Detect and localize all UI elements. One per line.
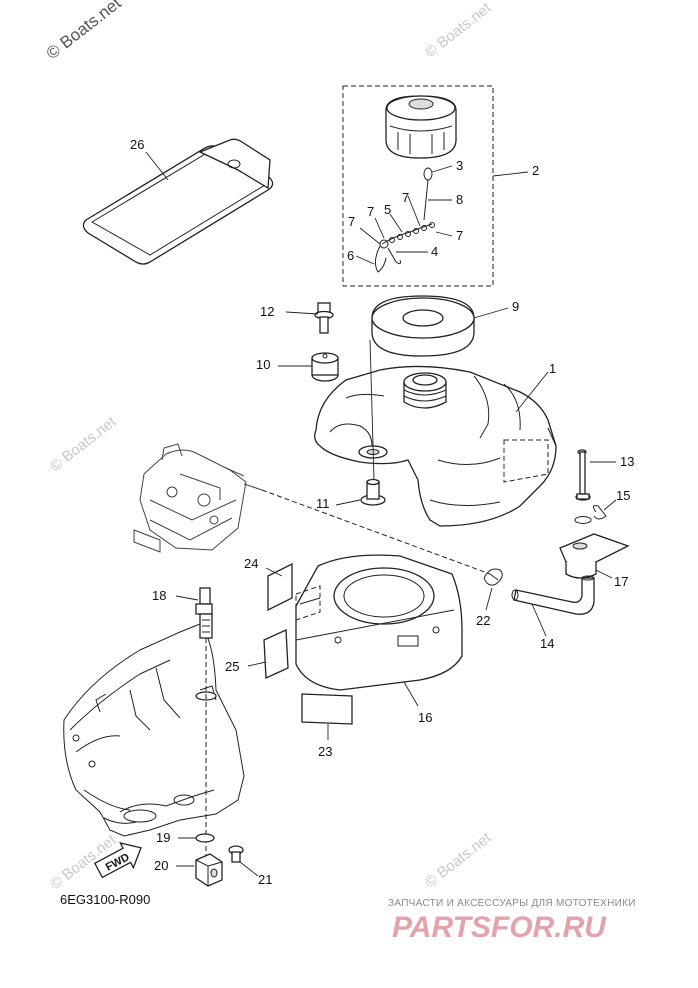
fwd-arrow-label: FWD [104,851,132,873]
callout-26: 26 [130,137,144,152]
callout-8: 8 [456,192,463,207]
diagram-code: 6EG3100-R090 [60,892,150,907]
callout-23: 23 [318,744,332,759]
fuel-hose-drawing [511,575,595,615]
tank-cover-drawing [295,554,463,691]
bottom-cowling-drawing [63,623,245,837]
fuel-tank-drawing [314,365,557,527]
watermark: © Boats.net [422,0,495,61]
bracket-drawing [559,533,630,579]
clip-drawing [574,505,607,524]
screw-drawing [575,449,591,501]
cap-strap-drawing [374,167,435,273]
callout-12: 12 [260,304,274,319]
store-tagline: ЗАПЧАСТИ И АКСЕССУАРЫ ДЛЯ МОТОТЕХНИКИ [388,898,636,909]
callout-21: 21 [258,872,272,887]
decal-23-drawing [301,693,353,725]
watermark: © Boats.net [47,413,120,475]
callout-24: 24 [244,556,258,571]
bolt-drawing [314,302,334,334]
decal-25-drawing [263,629,289,679]
callout-10: 10 [256,357,270,372]
callout-7: 7 [367,204,374,219]
callout-19: 19 [156,830,170,845]
subassembly-box [342,85,494,287]
hose-clip-drawing [483,568,503,586]
callout-9: 9 [512,299,519,314]
callout-16: 16 [418,710,432,725]
callout-22: 22 [476,613,490,628]
fwd-arrow: FWD [93,841,142,879]
callout-13: 13 [620,454,634,469]
grommet-drawing [311,352,339,382]
callout-2: 2 [532,163,539,178]
joint-block-drawing [195,853,223,887]
callout-7: 7 [348,214,355,229]
callout-25: 25 [225,659,239,674]
callout-15: 15 [616,488,630,503]
callout-1: 1 [549,361,556,376]
callout-17: 17 [614,574,628,589]
carburetor-drawing [133,443,263,553]
callout-3: 3 [456,158,463,173]
callout-18: 18 [152,588,166,603]
o-ring-drawing [195,833,215,843]
screw-small-drawing [228,845,244,863]
store-logo: PARTSFOR.RU [392,911,607,944]
bushing-drawing [360,478,386,506]
fuel-joint-drawing [195,587,213,639]
callout-7: 7 [402,190,409,205]
callout-4: 4 [431,244,438,259]
watermark: © Boats.net [422,829,495,891]
callout-20: 20 [154,858,168,873]
callout-11: 11 [316,496,330,511]
callout-5: 5 [384,202,391,217]
fuel-cap-drawing [385,95,457,159]
tool-pouch-drawing [82,138,274,265]
decal-24-drawing [267,562,293,612]
callout-14: 14 [540,636,554,651]
callout-6: 6 [347,248,354,263]
watermark-top-left: © Boats.net [43,0,125,63]
callout-7: 7 [456,228,463,243]
gasket-ring-drawing [371,295,475,357]
